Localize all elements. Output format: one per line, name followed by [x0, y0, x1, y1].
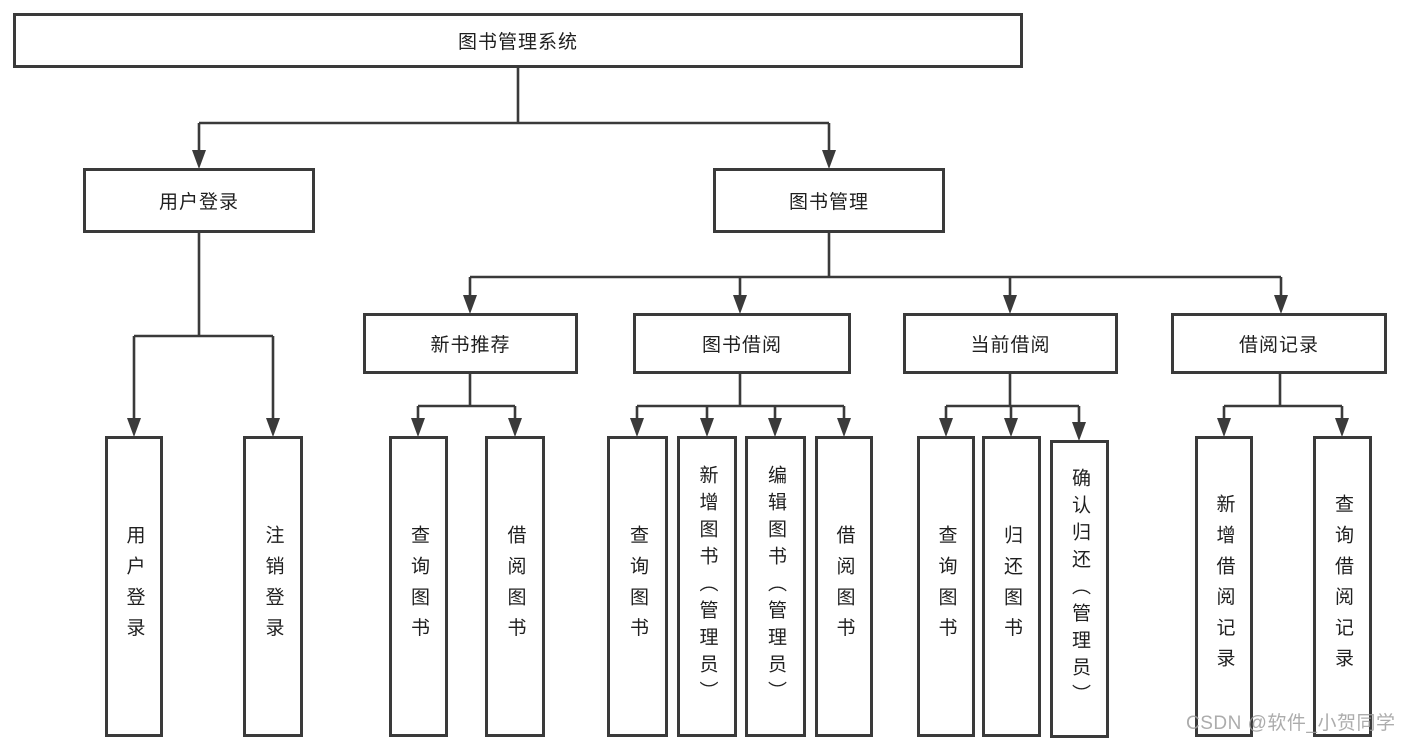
- leaf-query-books-borrow-label: 查询图书: [627, 524, 648, 649]
- leaf-add-books-admin-label: 新增图书（管理员）: [696, 465, 718, 708]
- node-book-management: 图书管理: [713, 168, 945, 233]
- leaf-user-login-label: 用户登录: [123, 524, 145, 649]
- node-new-book-recommend: 新书推荐: [363, 313, 578, 374]
- leaf-logout: 注销登录: [243, 436, 303, 737]
- leaf-query-borrow-record: 查询借阅记录: [1313, 436, 1372, 737]
- node-user-login: 用户登录: [83, 168, 315, 233]
- leaf-confirm-return-admin-label: 确认归还（管理员）: [1069, 467, 1090, 711]
- csdn-watermark: CSDN @软件_小贺同学: [1186, 713, 1396, 734]
- leaf-query-books-current-label: 查询图书: [935, 524, 957, 649]
- leaf-edit-books-admin-label: 编辑图书（管理员）: [765, 465, 786, 708]
- leaf-user-login: 用户登录: [105, 436, 163, 737]
- leaf-return-books-label: 归还图书: [1001, 524, 1022, 649]
- node-book-borrow-label: 图书借阅: [701, 335, 782, 356]
- leaf-logout-label: 注销登录: [262, 524, 284, 649]
- leaf-query-books-borrow: 查询图书: [607, 436, 668, 737]
- leaf-add-books-admin: 新增图书（管理员）: [677, 436, 737, 737]
- node-book-management-label: 图书管理: [788, 192, 869, 213]
- leaf-return-books: 归还图书: [982, 436, 1041, 737]
- node-borrow-records: 借阅记录: [1171, 313, 1387, 374]
- leaf-borrow-books-label: 借阅图书: [833, 524, 855, 649]
- leaf-query-books-current: 查询图书: [917, 436, 975, 737]
- leaf-query-books-recommend: 查询图书: [389, 436, 448, 737]
- node-book-borrow: 图书借阅: [633, 313, 851, 374]
- leaf-borrow-books-recommend-label: 借阅图书: [504, 524, 526, 649]
- node-user-login-label: 用户登录: [158, 192, 239, 213]
- leaf-query-borrow-record-label: 查询借阅记录: [1332, 494, 1353, 679]
- leaf-add-borrow-record: 新增借阅记录: [1195, 436, 1253, 737]
- leaf-confirm-return-admin: 确认归还（管理员）: [1050, 440, 1109, 738]
- leaf-query-books-recommend-label: 查询图书: [408, 524, 429, 649]
- node-current-borrow-label: 当前借阅: [970, 335, 1051, 356]
- leaf-edit-books-admin: 编辑图书（管理员）: [745, 436, 806, 737]
- node-root-label: 图书管理系统: [457, 32, 578, 53]
- node-root: 图书管理系统: [13, 13, 1023, 68]
- node-borrow-records-label: 借阅记录: [1238, 335, 1319, 356]
- node-new-book-recommend-label: 新书推荐: [430, 335, 511, 356]
- leaf-borrow-books-recommend: 借阅图书: [485, 436, 545, 737]
- node-current-borrow: 当前借阅: [903, 313, 1118, 374]
- leaf-add-borrow-record-label: 新增借阅记录: [1213, 494, 1235, 679]
- leaf-borrow-books: 借阅图书: [815, 436, 873, 737]
